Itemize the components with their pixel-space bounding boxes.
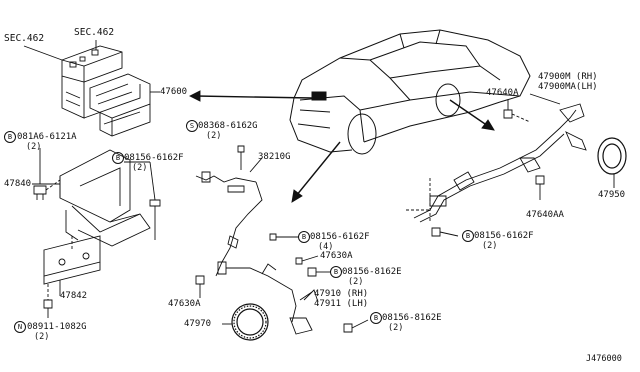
- label-47910: 47910 (RH): [314, 289, 369, 299]
- diagram-code: J476000: [586, 354, 622, 364]
- rear-sensor-harness: [413, 103, 587, 223]
- qty-08156-8162e-lower: (2): [388, 323, 404, 333]
- label-47600: 47600: [160, 87, 188, 97]
- label-47630a-right: 47630A: [320, 251, 353, 261]
- label-47842: 47842: [60, 291, 88, 301]
- label-47900m: 47900M (RH): [538, 72, 598, 82]
- label-08911-1082g: 08911-1082G: [27, 322, 87, 332]
- bolt-marker-b: B: [4, 131, 16, 143]
- car-outline: [289, 29, 531, 155]
- nut-marker-n: N: [14, 321, 26, 333]
- label-08156-6162f-mid: 08156-6162F: [310, 232, 370, 242]
- bolt-marker-b: B: [112, 152, 124, 164]
- label-08156-6162f-left: 08156-6162F: [124, 153, 184, 163]
- bolt-08156-left: [149, 199, 161, 240]
- bolt-marker-b: B: [462, 230, 474, 242]
- qty-08156-8162e-upper: (2): [348, 277, 364, 287]
- qty-081a6: (2): [26, 142, 42, 152]
- label-47911: 47911 (LH): [314, 299, 369, 309]
- bolt-marker-b: B: [330, 266, 342, 278]
- bolt-marker-b: B: [370, 312, 382, 324]
- bracket-47842: [43, 235, 101, 285]
- label-38210g: 38210G: [258, 152, 291, 162]
- tone-ring-47970: [231, 303, 269, 341]
- label-47840: 47840: [4, 179, 32, 189]
- label-081a6-6121a: 081A6-6121A: [17, 132, 77, 142]
- qty-08368: (2): [206, 131, 222, 141]
- bolt-marker-b: B: [298, 231, 310, 243]
- label-47630a-left: 47630A: [168, 299, 201, 309]
- abs-actuator-47600: [61, 45, 151, 137]
- label-08368-6162g: 08368-6162G: [198, 121, 258, 131]
- qty-08156-6162f-right: (2): [482, 241, 498, 251]
- label-47640aa: 47640AA: [526, 210, 564, 220]
- screw-marker-s: S: [186, 120, 198, 132]
- front-sensor-harness: [195, 171, 319, 335]
- qty-08156-6162f-left: (2): [132, 163, 148, 173]
- label-47640a: 47640A: [486, 88, 519, 98]
- bracket-47840: [59, 149, 151, 247]
- bolt-081a6: [33, 148, 47, 200]
- label-47900ma: 47900MA(LH): [538, 82, 598, 92]
- label-sec462-left: SEC.462: [4, 33, 45, 44]
- label-08156-8162e-upper: 08156-8162E: [342, 267, 402, 277]
- qty-08156-6162f-mid: (4): [318, 242, 334, 252]
- label-08156-8162e-lower: 08156-8162E: [382, 313, 442, 323]
- qty-08911: (2): [34, 332, 50, 342]
- label-08156-6162f-right: 08156-6162F: [474, 231, 534, 241]
- label-sec462-top: SEC.462: [74, 27, 115, 38]
- tone-ring-47950: [597, 137, 627, 175]
- label-47950: 47950: [598, 190, 626, 200]
- label-47970: 47970: [184, 319, 212, 329]
- arrows: [195, 95, 489, 197]
